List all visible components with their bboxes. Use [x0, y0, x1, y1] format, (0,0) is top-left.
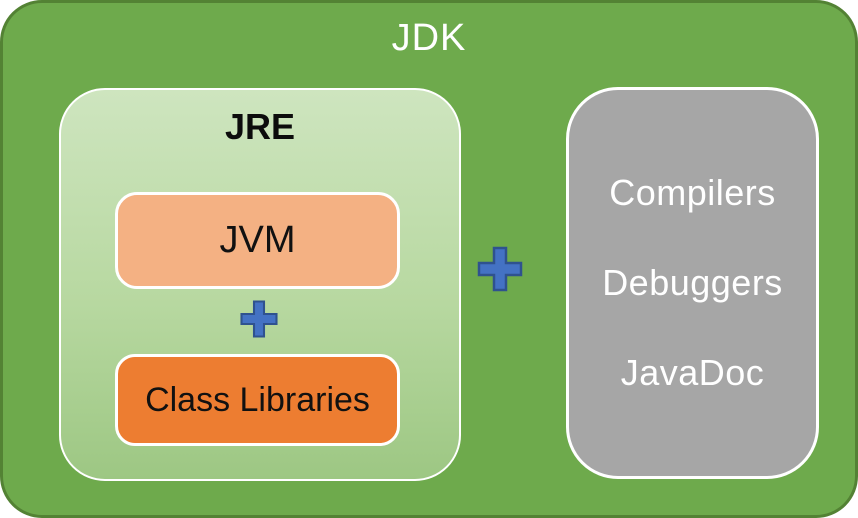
tool-label-javadoc: JavaDoc: [620, 352, 765, 393]
jre-container: JRE JVM Class Libraries: [59, 88, 461, 481]
jre-label: JRE: [224, 106, 296, 147]
jdk-label: JDK: [391, 17, 467, 59]
tool-label-compilers: Compilers: [609, 172, 776, 213]
plus-icon-small: [240, 300, 278, 338]
tools-container: Compilers Debuggers JavaDoc: [566, 87, 819, 479]
jvm-label: JVM: [219, 219, 296, 261]
plus-icon-large: [477, 246, 523, 292]
tool-label-debuggers: Debuggers: [602, 262, 783, 303]
jvm-box: JVM: [115, 192, 400, 289]
class-libraries-label: Class Libraries: [145, 380, 370, 419]
class-libraries-box: Class Libraries: [115, 354, 400, 446]
